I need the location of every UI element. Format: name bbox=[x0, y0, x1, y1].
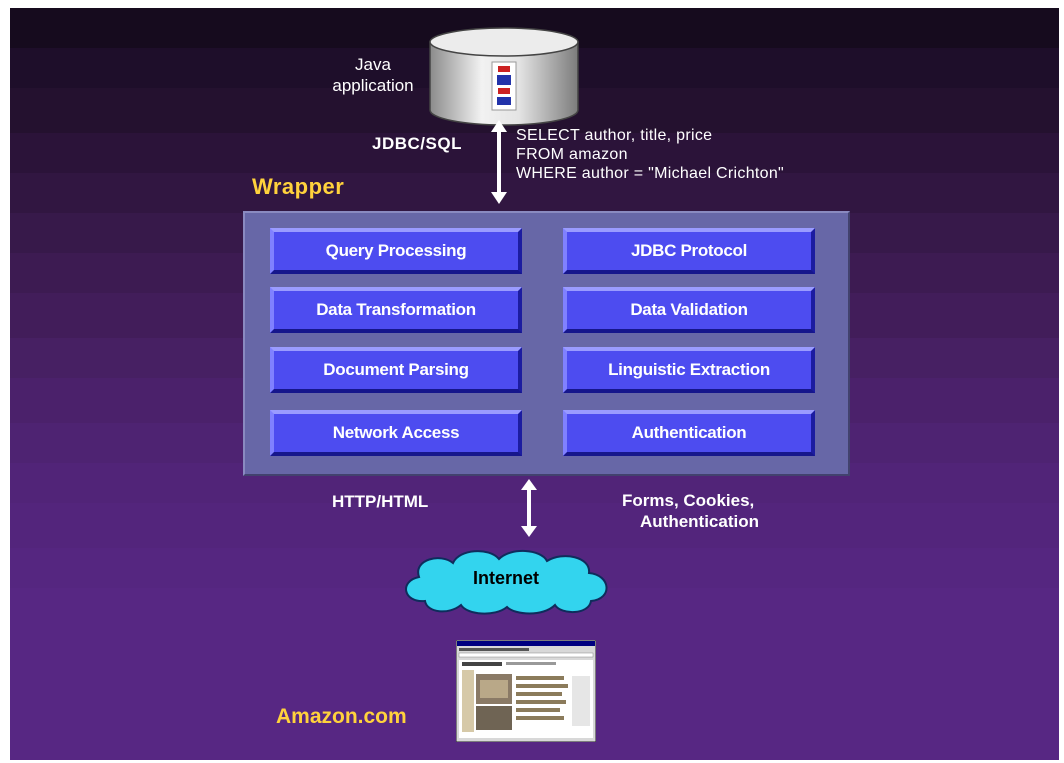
module-document-parsing: Document Parsing bbox=[270, 347, 522, 393]
internet-cloud-icon bbox=[405, 550, 608, 615]
internet-label: Internet bbox=[472, 568, 539, 588]
forms-cookies-label: Forms, Cookies, Authentication bbox=[622, 491, 759, 531]
jdbc-sql-label: JDBC/SQL bbox=[372, 134, 462, 153]
sql-query-text: SELECT author, title, price FROM amazon … bbox=[516, 127, 785, 182]
amazon-browser-screenshot-icon bbox=[456, 640, 596, 742]
module-jdbc-protocol: JDBC Protocol bbox=[563, 228, 815, 274]
http-double-arrow-icon bbox=[521, 479, 537, 537]
module-network-access: Network Access bbox=[270, 410, 522, 456]
wrapper-title: Wrapper bbox=[252, 174, 345, 199]
module-query-processing: Query Processing bbox=[270, 228, 522, 274]
jdbc-double-arrow-icon bbox=[491, 120, 507, 204]
module-authentication: Authentication bbox=[563, 410, 815, 456]
database-cylinder-icon bbox=[429, 27, 579, 126]
diagram-slide: Java application JDBC/SQL SELECT author,… bbox=[10, 8, 1059, 760]
wrapper-panel: Query Processing JDBC Protocol Data Tran… bbox=[243, 211, 850, 476]
java-application-label: Java application bbox=[332, 55, 414, 95]
module-data-validation: Data Validation bbox=[563, 287, 815, 333]
module-linguistic-extraction: Linguistic Extraction bbox=[563, 347, 815, 393]
module-data-transformation: Data Transformation bbox=[270, 287, 522, 333]
amazon-com-label: Amazon.com bbox=[276, 705, 407, 728]
http-html-label: HTTP/HTML bbox=[332, 492, 429, 511]
